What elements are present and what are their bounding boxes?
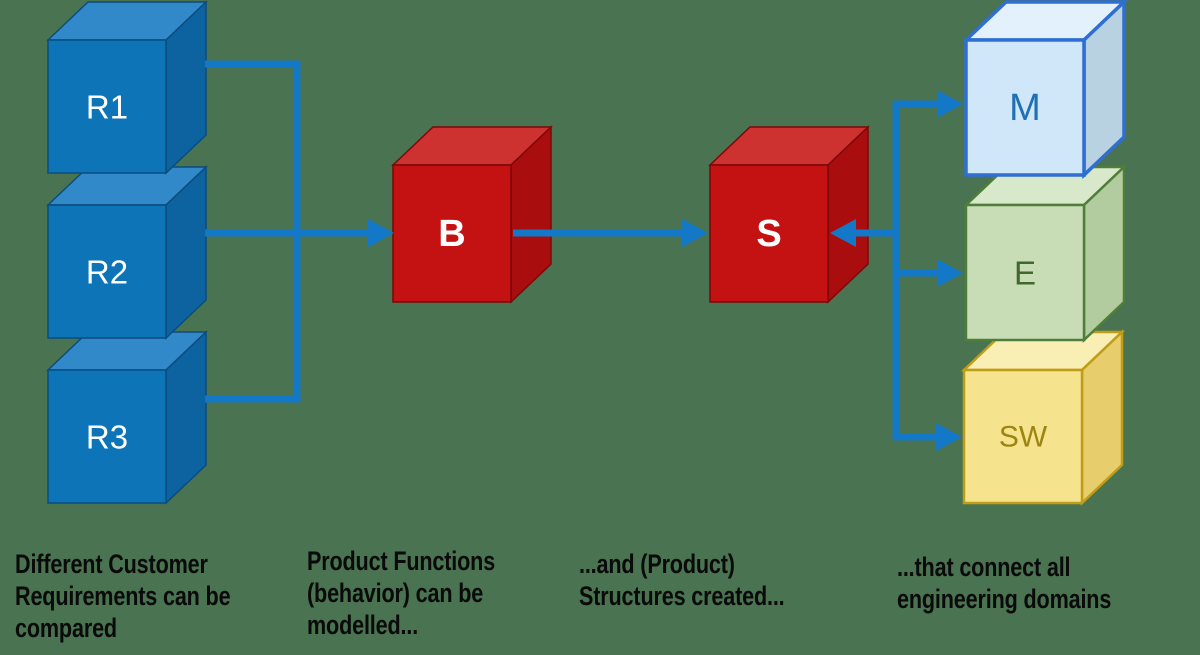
arrowhead-into-b (368, 219, 394, 247)
caption-functions: Product Functions (behavior) can be mode… (307, 546, 496, 640)
cube-r3: R3 (46, 330, 208, 505)
cube-s-label: S (756, 213, 781, 255)
arrowhead-into-m (937, 90, 963, 118)
cube-e-front (964, 203, 1086, 342)
arrowhead-into-s-right (830, 219, 856, 247)
cube-m-front (964, 38, 1086, 177)
cube-b-label: B (438, 213, 465, 255)
cube-r3-label: R3 (86, 419, 128, 456)
cube-m-label: M (1009, 87, 1041, 129)
cube-r1-front (47, 39, 167, 174)
arrowhead-into-sw (936, 423, 962, 451)
caption-structures: ...and (Product) Structures created... (579, 549, 785, 611)
arrowhead-into-e (937, 259, 963, 287)
cube-sw-front (962, 368, 1084, 505)
caption-requirements: Different Customer Requirements can be c… (15, 549, 231, 643)
cube-e: E (962, 164, 1128, 343)
cube-b-front (392, 164, 512, 303)
cube-r1-label: R1 (86, 89, 128, 126)
cube-r1: R1 (46, 0, 208, 175)
cube-sw-label: SW (999, 421, 1048, 454)
cube-r2-front (47, 204, 167, 339)
connectors (205, 60, 963, 451)
cube-sw: SW (960, 329, 1126, 506)
cube-r3-front (47, 369, 167, 504)
caption-domains: ...that connect all engineering domains (897, 552, 1112, 614)
arrowhead-into-s-left (682, 219, 708, 247)
cube-m: M (961, 0, 1129, 180)
cube-e-label: E (1014, 255, 1036, 292)
cube-s-front (709, 164, 829, 303)
cube-s: S (708, 125, 870, 304)
cube-r2-label: R2 (86, 254, 128, 291)
cube-r2: R2 (46, 165, 208, 340)
cube-b: B (391, 125, 553, 304)
